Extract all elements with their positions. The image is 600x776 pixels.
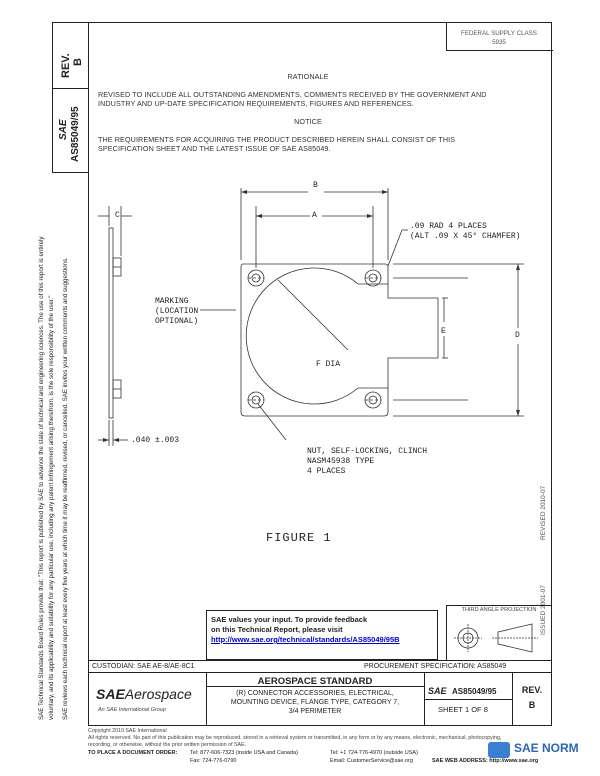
sae-norm-icon (488, 742, 510, 758)
projection-symbol (454, 623, 538, 653)
fax-number: Fax: 724-776-0790 (190, 758, 237, 764)
thickness-dim: .040 ±.003 (131, 436, 180, 445)
customer-email[interactable]: Email: CustomerService@sae.org (330, 758, 413, 764)
doc-number-vertical: AS85049/95 (70, 106, 81, 162)
dim-b-label: B (313, 181, 318, 190)
corner-radius-note: .09 RAD 4 PLACES (410, 222, 487, 231)
sae-small-logo: SAE (428, 686, 447, 696)
header-top-line (52, 22, 88, 23)
standard-title: AEROSPACE STANDARD (257, 676, 373, 687)
sae-logo-subtitle: An SAE International Group (98, 707, 166, 713)
rev-label: REV. (60, 53, 72, 78)
sae-logo: SAEAerospace (96, 686, 192, 702)
side-view-plate (108, 227, 114, 419)
federal-supply-label: FEDERAL SUPPLY CLASS (461, 30, 537, 37)
title-block-doc-number: AS85049/95 (452, 687, 497, 696)
title-block-rev-label: REV. (521, 685, 543, 695)
mounting-holes (247, 269, 382, 409)
nut-note-1: NUT, SELF-LOCKING, CLINCH (307, 447, 428, 456)
dim-e-label: E (441, 327, 446, 336)
dim-d-label: D (515, 331, 520, 340)
federal-supply-number: 5935 (492, 39, 506, 46)
rev-divider (52, 88, 88, 89)
description-line-1: (R) CONNECTOR ACCESSORIES, ELECTRICAL, (236, 690, 394, 697)
technical-board-note-2: voluntary, and its applicability and sui… (48, 295, 55, 720)
figure-title: FIGURE 1 (266, 531, 332, 545)
description-line-3: 3/4 PERIMETER (288, 708, 342, 715)
notice-line-1: THE REQUIREMENTS FOR ACQUIRING THE PRODU… (98, 135, 456, 144)
procurement-text: PROCUREMENT SPECIFICATION: AS85049 (364, 663, 507, 670)
tel-international: Tel: +1 724-776-4970 (outside USA) (330, 750, 418, 756)
description-line-2: MOUNTING DEVICE, FLANGE TYPE, CATEGORY 7… (230, 699, 400, 706)
title-block-top-line (88, 660, 552, 661)
aerospace-logo-text: Aerospace (124, 686, 192, 702)
feedback-box: SAE values your input. To provide feedba… (206, 610, 438, 660)
notice-line-2: SPECIFICATION SHEET AND THE LATEST ISSUE… (98, 144, 331, 153)
standard-title-divider (206, 686, 424, 687)
projection-title: THIRD ANGLE PROJECTION (461, 607, 537, 613)
dim-c-label: C (115, 211, 120, 220)
copyright-line-1: Copyright 2010 SAE International (88, 728, 167, 734)
marking-note-3: OPTIONAL) (155, 317, 199, 326)
feedback-line-2: on this Technical Report, please visit (211, 625, 343, 634)
page-frame (88, 22, 552, 726)
sae-web-address[interactable]: SAE WEB ADDRESS: http://www.sae.org (432, 758, 539, 764)
rev-divider-bottom (512, 672, 513, 726)
federal-supply-box (446, 22, 553, 51)
sheet-divider (424, 699, 512, 700)
dim-f-dia-label: F DIA (316, 360, 341, 369)
revised-date: REVISED 2010-07 (540, 485, 547, 540)
technical-board-note-3: SAE reviews each technical report at lea… (62, 257, 69, 720)
rationale-line-1: REVISED TO INCLUDE ALL OUTSTANDING AMEND… (98, 90, 487, 99)
feedback-line-1: SAE values your input. To provide feedba… (211, 615, 368, 624)
copyright-line-2: All rights reserved. No part of this pub… (88, 735, 502, 741)
feedback-link[interactable]: http://www.sae.org/technical/standards/A… (211, 635, 400, 644)
rev-value: B (72, 58, 84, 66)
flange-outline (240, 263, 439, 417)
header-bottom-line (52, 172, 88, 173)
sae-label: SAE (58, 119, 69, 140)
figure-1-drawing (98, 188, 524, 446)
technical-board-note-1: SAE Technical Standards Board Rules prov… (38, 236, 45, 721)
header-column-line (52, 22, 53, 172)
marking-note-1: MARKING (155, 297, 189, 306)
rationale-title: RATIONALE (287, 72, 329, 81)
rationale-line-2: INDUSTRY AND UP-DATE SPECIFICATION REQUI… (98, 99, 414, 108)
nut-note-2: NASM45938 TYPE (307, 457, 375, 466)
custodian-text: CUSTODIAN: SAE AE-8/AE-8C1 (92, 663, 195, 670)
custodian-divider (88, 672, 552, 673)
projection-box (446, 605, 552, 660)
notice-title: NOTICE (294, 117, 322, 126)
sae-norm-watermark: SAE NORM (514, 741, 579, 755)
corner-chamfer-note: (ALT .09 X 45° CHAMFER) (410, 232, 521, 241)
order-label: TO PLACE A DOCUMENT ORDER: (88, 750, 178, 756)
dim-a-label: A (312, 211, 317, 220)
center-bore (245, 267, 359, 405)
tel-domestic: Tel: 877-606-7323 (inside USA and Canada… (190, 750, 298, 756)
logo-divider (206, 672, 207, 726)
sae-logo-text: SAE (96, 686, 125, 702)
nut-note-3: 4 PLACES (307, 467, 346, 476)
copyright-line-3: recording, or otherwise, without the pri… (88, 742, 247, 748)
sheet-number: SHEET 1 OF 8 (438, 705, 488, 714)
title-block-rev-value: B (528, 700, 536, 710)
marking-note-2: (LOCATION (155, 307, 199, 316)
